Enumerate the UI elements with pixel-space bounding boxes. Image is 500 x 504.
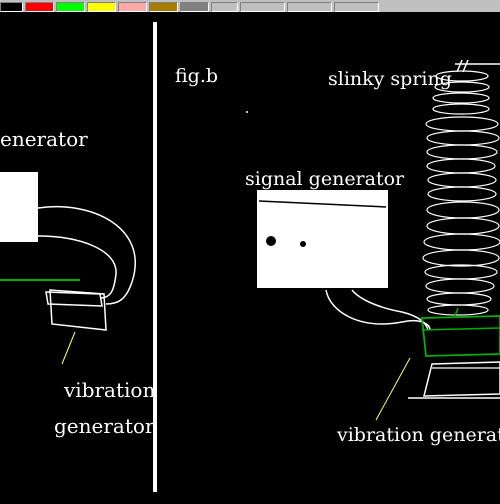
fig-b-leader-line bbox=[375, 357, 411, 421]
palette-swatch[interactable] bbox=[0, 2, 23, 12]
palette-swatch[interactable] bbox=[87, 2, 116, 12]
spring-coil bbox=[427, 186, 497, 202]
fig-b-signal-generator-label: signal generator bbox=[245, 168, 405, 190]
fig-b-vibration-generator bbox=[421, 315, 500, 357]
spring-coil bbox=[435, 70, 489, 82]
fig-a-vibration-generator bbox=[49, 289, 107, 331]
fig-b-cable-1 bbox=[325, 289, 431, 331]
fig-b-stand bbox=[423, 361, 500, 397]
fig-b-slinky-spring bbox=[422, 70, 500, 316]
fig-a-leader-line bbox=[61, 331, 76, 365]
fig-a-vibration-generator-label-2: generator bbox=[54, 414, 155, 438]
spring-coil bbox=[432, 92, 490, 104]
fig-a-vibration-generator-top bbox=[45, 291, 103, 307]
palette-swatch[interactable] bbox=[287, 2, 332, 12]
fig-a-signal-generator-box bbox=[0, 172, 38, 242]
palette-swatch[interactable] bbox=[211, 2, 238, 12]
fig-a-vibration-generator-label-1: vibration bbox=[64, 378, 156, 402]
spring-coil bbox=[422, 249, 500, 267]
fig-b-speck bbox=[246, 111, 248, 113]
palette-swatch[interactable] bbox=[334, 2, 379, 12]
fig-b-signal-generator-top-line bbox=[258, 200, 387, 208]
spring-coil bbox=[432, 103, 490, 115]
diagram-svg bbox=[0, 22, 500, 492]
spring-coil bbox=[425, 116, 499, 132]
fig-b-vibration-generator-edge bbox=[421, 327, 500, 331]
fig-b-knob-large bbox=[266, 236, 276, 246]
palette-swatch[interactable] bbox=[240, 2, 285, 12]
spring-coil bbox=[427, 172, 497, 188]
palette-swatch[interactable] bbox=[56, 2, 85, 12]
panel-divider bbox=[153, 22, 157, 492]
fig-a-signal-generator-label: enerator bbox=[0, 127, 88, 151]
fig-b-cable-2 bbox=[351, 289, 429, 331]
fig-a-cable-inner bbox=[37, 235, 117, 299]
spring-coil bbox=[434, 81, 490, 93]
palette-swatch[interactable] bbox=[118, 2, 147, 12]
fig-b-clamp-line-2 bbox=[462, 59, 469, 73]
palette-swatch[interactable] bbox=[149, 2, 178, 12]
fig-b-figure-label: fig.b bbox=[175, 65, 219, 87]
fig-b-slinky-spring-label: slinky spring bbox=[328, 68, 452, 90]
palette-swatch[interactable] bbox=[25, 2, 54, 12]
spring-coil bbox=[423, 233, 500, 251]
spring-coil bbox=[426, 130, 500, 146]
fig-b-knob-small bbox=[300, 241, 306, 247]
spring-coil bbox=[427, 304, 489, 316]
color-palette bbox=[0, 0, 500, 12]
fig-b-spring-attachment bbox=[454, 307, 459, 317]
drawing-canvas: enerator vibration generator fig.b slink… bbox=[0, 12, 500, 500]
fig-a-cable-outer bbox=[37, 205, 136, 305]
fig-b-vibration-generator-label: vibration generator bbox=[337, 424, 500, 446]
spring-coil bbox=[426, 217, 500, 235]
spring-coil bbox=[425, 278, 495, 294]
fig-b-clamp-line-1 bbox=[456, 59, 463, 73]
spring-coil bbox=[426, 201, 500, 219]
palette-swatch[interactable] bbox=[180, 2, 209, 12]
spring-coil bbox=[426, 144, 498, 160]
spring-coil bbox=[426, 292, 492, 306]
spring-coil bbox=[424, 264, 498, 280]
spring-coil bbox=[426, 158, 496, 174]
